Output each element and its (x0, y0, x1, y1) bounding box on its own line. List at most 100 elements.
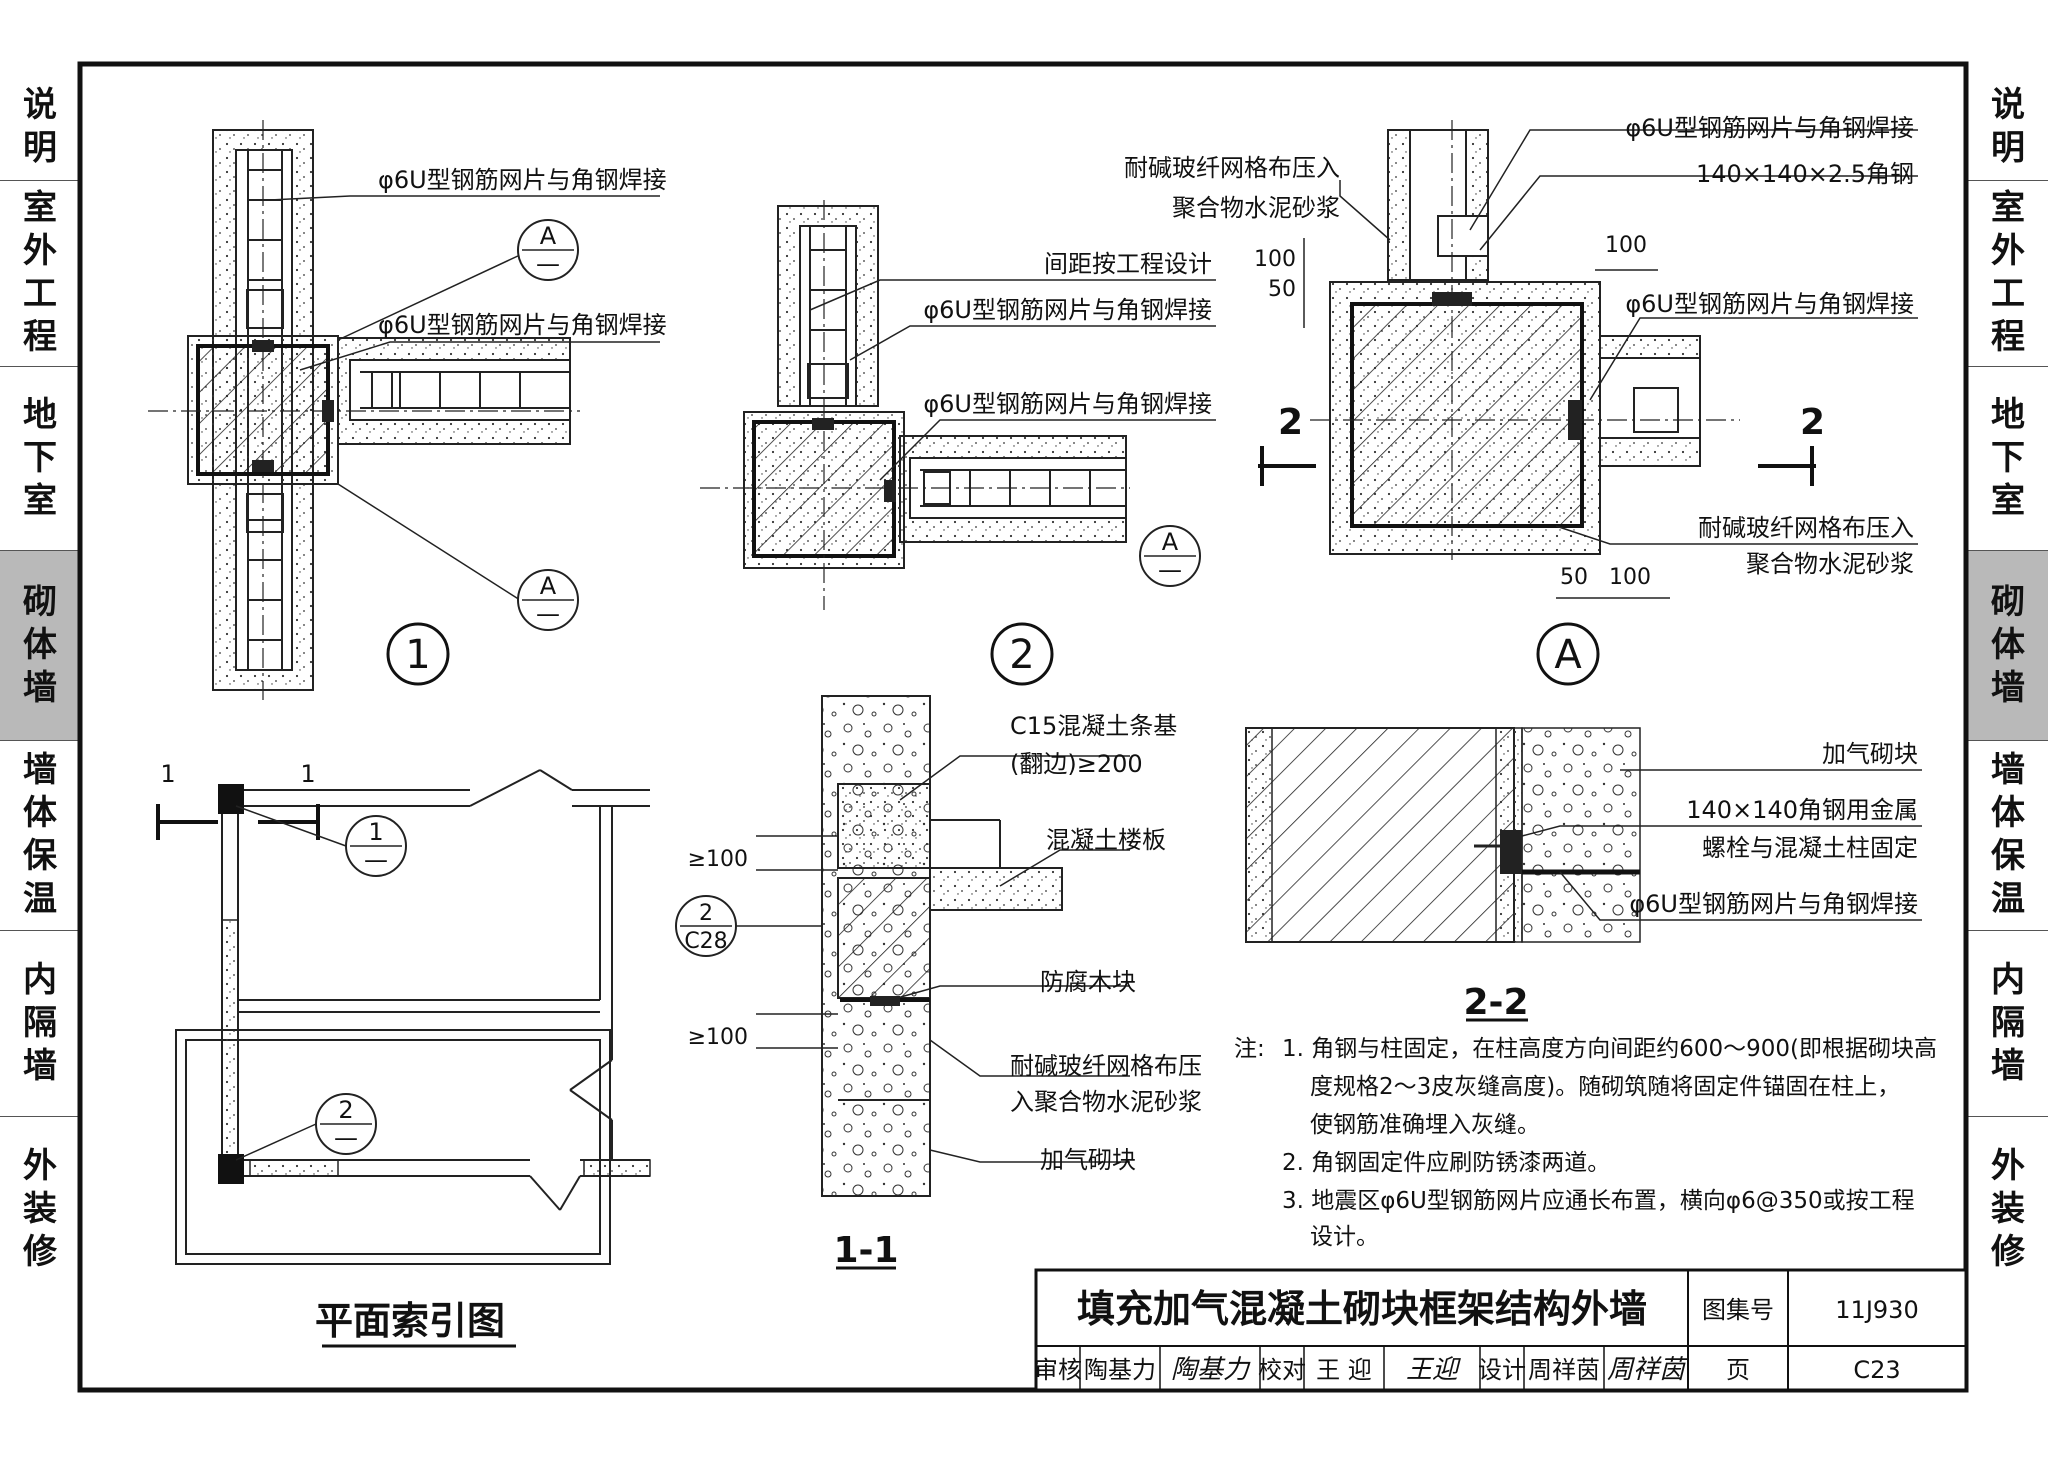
title-block: 填充加气混凝土砌块框架结构外墙 图集号 11J930 审核 陶基力 陶基力 校对… (1034, 1268, 1968, 1392)
side-tab-left-6[interactable]: 外装修 (23, 1145, 57, 1272)
side-tab-right-4[interactable]: 墙体保温 (1991, 750, 2025, 919)
s11-label-slab: 混凝土楼板 (1046, 826, 1166, 854)
s11-title: 1-1 (833, 1230, 898, 1271)
review-name: 陶基力 (1084, 1356, 1156, 1384)
side-tab-left-3[interactable]: 砌体墙 (0, 550, 80, 740)
s11-label-c15-2: (翻边)≥200 (1010, 750, 1143, 778)
d2-ref-dash: — (1158, 556, 1182, 584)
page-value: C23 (1853, 1356, 1900, 1384)
s22-label-weld: φ6U型钢筋网片与角钢焊接 (1629, 890, 1918, 918)
d2-ref-letter: A (1162, 528, 1179, 556)
side-tab-divider (1968, 930, 2048, 931)
side-tab-left-0[interactable]: 说明 (23, 85, 57, 168)
d1-label-mid: φ6U型钢筋网片与角钢焊接 (378, 311, 667, 339)
plan-ref2-dash: — (334, 1124, 358, 1152)
d1-ref-a-top-dash: — (536, 250, 560, 278)
side-tab-right-0[interactable]: 说明 (1991, 85, 2025, 168)
s11-label-wood: 防腐木块 (1040, 968, 1136, 996)
s11-dim-2: ≥100 (688, 1025, 748, 1050)
review-label: 审核 (1034, 1356, 1082, 1384)
dA-label-mesh-top2: 聚合物水泥砂浆 (1172, 194, 1340, 222)
design-label: 设计 (1478, 1356, 1526, 1384)
sheet-border (77, 61, 1969, 1393)
side-tab-divider (1968, 550, 2048, 551)
section-2-2: 加气砌块 140×140角钢用金属 螺栓与混凝土柱固定 φ6U型钢筋网片与角钢焊… (1245, 727, 1922, 1023)
d1-label-top: φ6U型钢筋网片与角钢焊接 (378, 166, 667, 194)
check-label: 校对 (1258, 1356, 1306, 1384)
s11-ref-page: C28 (684, 929, 727, 954)
note-line-2: 度规格2～3皮灰缝高度)。随砌筑随将固定件锚固在柱上， (1310, 1074, 1900, 1100)
title-block-title: 填充加气混凝土砌块框架结构外墙 (1077, 1287, 1647, 1331)
detail-1: φ6U型钢筋网片与角钢焊接 φ6U型钢筋网片与角钢焊接 A — A — 1 (148, 120, 667, 700)
dA-label-mesh-bot2: 聚合物水泥砂浆 (1746, 550, 1914, 578)
note-line-6: 设计。 (1310, 1224, 1379, 1250)
d2-label-spacing: 间距按工程设计 (1044, 250, 1212, 278)
dA-section-mark-right: 2 (1800, 402, 1825, 443)
note-line-4: 2. 角钢固定件应刷防锈漆两道。 (1282, 1150, 1610, 1176)
side-tab-right-1[interactable]: 室外工程 (1991, 188, 2025, 357)
side-tab-left-2[interactable]: 地下室 (23, 394, 57, 521)
side-tab-divider (0, 180, 80, 181)
dA-dim-100-left: 100 (1254, 247, 1296, 272)
review-signature: 陶基力 (1171, 1355, 1251, 1385)
s22-label-angle2: 螺栓与混凝土柱固定 (1702, 834, 1918, 862)
detail-a: 2 2 100 50 100 50 100 φ6U型钢筋网片与角钢焊接 140×… (1124, 114, 1918, 686)
atlas-value: 11J930 (1835, 1296, 1918, 1324)
d2-label-b: φ6U型钢筋网片与角钢焊接 (923, 390, 1212, 418)
design-name: 周祥茵 (1528, 1356, 1600, 1384)
plan-section-mark-left: 1 (160, 760, 175, 788)
plan-ref1-num: 1 (368, 818, 383, 846)
detail-2: 间距按工程设计 φ6U型钢筋网片与角钢焊接 φ6U型钢筋网片与角钢焊接 A — … (700, 200, 1216, 686)
page-label: 页 (1726, 1356, 1750, 1384)
side-tab-left-1[interactable]: 室外工程 (23, 188, 57, 357)
dA-label-mesh-bot1: 耐碱玻纤网格布压入 (1698, 514, 1914, 542)
side-tab-left-5[interactable]: 内隔墙 (23, 959, 57, 1086)
plan-section-mark-right: 1 (300, 760, 315, 788)
d1-circle-label: 1 (405, 632, 430, 678)
dA-label-mesh-top1: 耐碱玻纤网格布压入 (1124, 154, 1340, 182)
notes: 注: 1. 角钢与柱固定，在柱高度方向间距约600～900(即根据砌块高 度规格… (1234, 1036, 1937, 1250)
check-name: 王 迎 (1316, 1356, 1372, 1384)
design-signature: 周祥茵 (1607, 1355, 1689, 1385)
side-tab-right-2[interactable]: 地下室 (1991, 394, 2025, 521)
side-tab-divider (0, 366, 80, 367)
s22-label-angle1: 140×140角钢用金属 (1686, 796, 1918, 824)
atlas-label: 图集号 (1702, 1296, 1774, 1324)
s11-label-mesh1: 耐碱玻纤网格布压 (1010, 1052, 1202, 1080)
check-signature: 王迎 (1406, 1355, 1461, 1385)
s22-label-block: 加气砌块 (1822, 740, 1918, 768)
side-tab-divider (0, 1116, 80, 1117)
section-1-1: ≥100 ≥100 2 C28 C15混凝土条基 (翻边)≥200 混凝土楼板 … (675, 695, 1202, 1271)
side-tab-divider (0, 550, 80, 551)
d1-ref-a-top-letter: A (540, 222, 557, 250)
plan-index: 1 1 1 — 2 — 平面索引图 (156, 760, 651, 1348)
d2-label-a: φ6U型钢筋网片与角钢焊接 (923, 296, 1212, 324)
side-tab-divider (0, 930, 80, 931)
side-tab-left-4[interactable]: 墙体保温 (23, 750, 57, 919)
dA-section-mark-left: 2 (1278, 402, 1303, 443)
side-tab-divider (1968, 1116, 2048, 1117)
dA-dim-50-bot: 50 (1560, 565, 1588, 590)
dA-dim-50: 50 (1268, 277, 1296, 302)
side-tab-right-6[interactable]: 外装修 (1991, 1145, 2025, 1272)
s11-ref-num: 2 (699, 901, 713, 926)
plan-ref2-num: 2 (338, 1096, 353, 1124)
side-tab-divider (1968, 740, 2048, 741)
side-tab-right-5[interactable]: 内隔墙 (1991, 959, 2025, 1086)
s11-label-block: 加气砌块 (1040, 1146, 1136, 1174)
dA-label-top2: 140×140×2.5角钢 (1696, 160, 1914, 188)
dA-dim-100-bot: 100 (1609, 565, 1651, 590)
s11-label-c15-1: C15混凝土条基 (1010, 712, 1177, 740)
s11-label-mesh2: 入聚合物水泥砂浆 (1010, 1088, 1202, 1116)
s22-title: 2-2 (1463, 982, 1528, 1023)
notes-prefix: 注: (1234, 1036, 1265, 1062)
dA-dim-100-top: 100 (1605, 233, 1647, 258)
dA-label-weld: φ6U型钢筋网片与角钢焊接 (1625, 290, 1914, 318)
plan-ref1-dash: — (364, 846, 388, 874)
plan-title: 平面索引图 (315, 1299, 505, 1343)
note-line-5: 3. 地震区φ6U型钢筋网片应通长布置，横向φ6@350或按工程 (1282, 1188, 1915, 1214)
side-tab-right-3[interactable]: 砌体墙 (1968, 550, 2048, 740)
dA-circle-label: A (1554, 632, 1582, 678)
s11-dim-1: ≥100 (688, 847, 748, 872)
d1-ref-a-bot-dash: — (536, 600, 560, 628)
